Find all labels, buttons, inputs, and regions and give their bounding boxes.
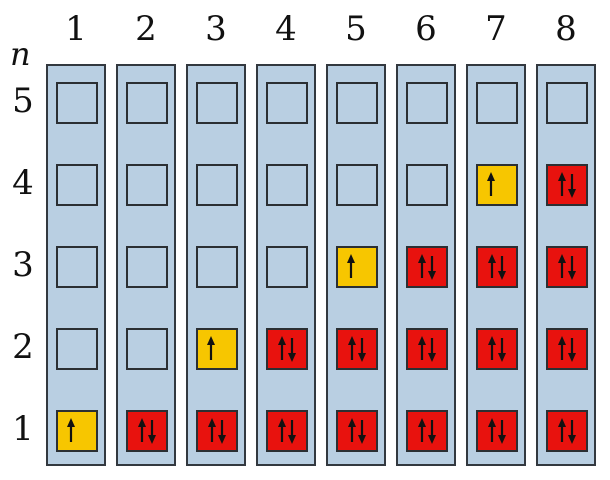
orbital-cell-empty [56,164,98,206]
column-label: 7 [485,9,507,49]
orbital-cell-empty [336,82,378,124]
orbital-cell-empty [336,164,378,206]
spin-up-arrow-icon [418,254,426,278]
orbital-cell-empty [126,328,168,370]
orbital-cell-single [336,246,378,288]
column-label: 8 [555,9,577,49]
spin-down-arrow-icon [148,420,156,444]
spin-down-arrow-icon [568,174,576,198]
column-label: 5 [345,9,367,49]
spin-up-arrow-icon [488,254,496,278]
spin-down-arrow-icon [428,256,436,280]
column-label: 6 [415,9,437,49]
column-label: 2 [135,9,157,49]
orbital-cell-empty [266,246,308,288]
spin-up-arrow-icon [207,336,215,360]
orbital-cell-empty [196,246,238,288]
column-3 [186,64,246,466]
axis-label-n: n [10,35,31,73]
orbital-cell-paired [546,164,588,206]
column-1 [46,64,106,466]
orbital-cell-paired [476,328,518,370]
orbital-cell-paired [406,328,448,370]
orbital-cell-paired [196,410,238,452]
spin-up-arrow-icon [558,172,566,196]
orbital-cell-empty [196,82,238,124]
orbital-cell-paired [266,328,308,370]
spin-down-arrow-icon [218,420,226,444]
row-label: 4 [12,163,34,203]
orbital-cell-empty [56,246,98,288]
spin-up-arrow-icon [558,336,566,360]
spin-down-arrow-icon [498,338,506,362]
spin-up-arrow-icon [278,418,286,442]
orbital-cell-paired [406,246,448,288]
spin-down-arrow-icon [358,420,366,444]
orbital-cell-empty [546,82,588,124]
column-label: 1 [65,9,87,49]
spin-down-arrow-icon [498,256,506,280]
orbital-cell-single [56,410,98,452]
spin-down-arrow-icon [428,338,436,362]
column-2 [116,64,176,466]
column-label: 3 [205,9,227,49]
spin-up-arrow-icon [348,418,356,442]
spin-down-arrow-icon [568,256,576,280]
orbital-cell-empty [126,82,168,124]
orbital-cell-paired [406,410,448,452]
orbital-cell-empty [406,164,448,206]
row-label: 5 [12,81,34,121]
column-label: 4 [275,9,297,49]
spin-down-arrow-icon [428,420,436,444]
spin-down-arrow-icon [498,420,506,444]
orbital-cell-paired [336,410,378,452]
spin-up-arrow-icon [208,418,216,442]
orbital-cell-empty [476,82,518,124]
orbital-cell-paired [476,246,518,288]
spin-down-arrow-icon [568,338,576,362]
spin-up-arrow-icon [488,418,496,442]
orbital-cell-paired [126,410,168,452]
orbital-cell-empty [126,164,168,206]
spin-up-arrow-icon [347,254,355,278]
orbital-cell-paired [546,246,588,288]
column-4 [256,64,316,466]
orbital-cell-empty [266,164,308,206]
orbital-cell-empty [196,164,238,206]
column-6 [396,64,456,466]
spin-up-arrow-icon [558,254,566,278]
column-5 [326,64,386,466]
spin-up-arrow-icon [348,336,356,360]
orbital-cell-empty [56,328,98,370]
orbital-cell-empty [406,82,448,124]
row-label: 2 [12,327,34,367]
spin-up-arrow-icon [488,336,496,360]
orbital-cell-paired [546,410,588,452]
column-7 [466,64,526,466]
orbital-cell-paired [336,328,378,370]
orbital-cell-paired [266,410,308,452]
spin-down-arrow-icon [358,338,366,362]
orbital-cell-single [476,164,518,206]
spin-up-arrow-icon [418,418,426,442]
orbital-cell-empty [266,82,308,124]
row-label: 1 [12,409,34,449]
spin-up-arrow-icon [558,418,566,442]
spin-up-arrow-icon [487,172,495,196]
column-8 [536,64,596,466]
row-label: 3 [12,245,34,285]
orbital-cell-single [196,328,238,370]
spin-down-arrow-icon [288,338,296,362]
spin-up-arrow-icon [278,336,286,360]
spin-down-arrow-icon [568,420,576,444]
orbital-cell-empty [56,82,98,124]
spin-down-arrow-icon [288,420,296,444]
orbital-cell-paired [476,410,518,452]
spin-up-arrow-icon [418,336,426,360]
spin-up-arrow-icon [67,418,75,442]
orbital-cell-empty [126,246,168,288]
orbital-cell-paired [546,328,588,370]
spin-up-arrow-icon [138,418,146,442]
